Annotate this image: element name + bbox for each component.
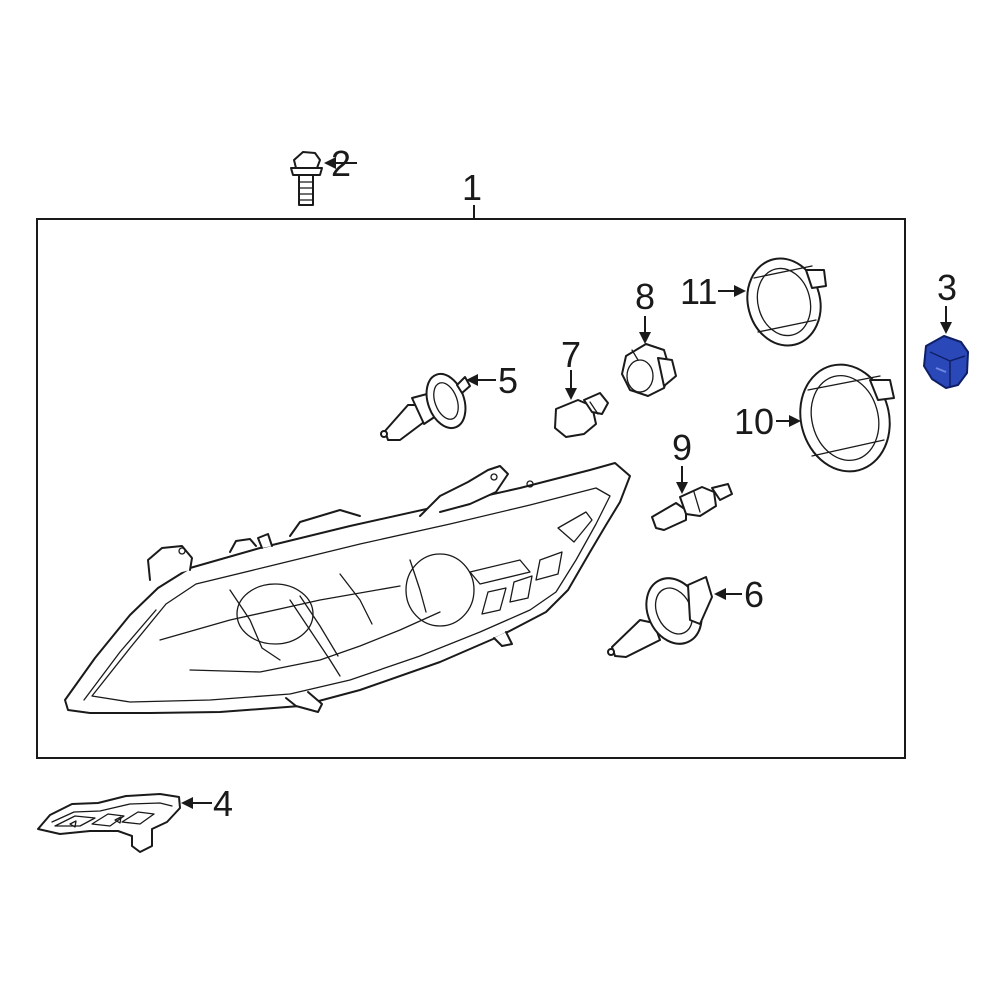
part-3-clip[interactable]: [923, 335, 969, 389]
part-9-bulb[interactable]: [651, 483, 733, 531]
svg-text:1: 1: [462, 167, 482, 208]
callout-9[interactable]: 9: [672, 427, 692, 494]
part-2-bolt[interactable]: [290, 151, 323, 206]
svg-text:2: 2: [331, 143, 351, 184]
callout-7[interactable]: 7: [561, 334, 581, 400]
svg-text:5: 5: [498, 360, 518, 401]
svg-text:8: 8: [635, 276, 655, 317]
headlamp-housing[interactable]: [64, 462, 631, 714]
part-5-bulb[interactable]: [380, 369, 472, 441]
callout-6[interactable]: 6: [714, 574, 764, 615]
svg-text:7: 7: [561, 334, 581, 375]
part-10-cap[interactable]: [789, 354, 902, 481]
part-4-bracket[interactable]: [37, 793, 181, 853]
callout-10[interactable]: 10: [734, 401, 801, 442]
svg-text:6: 6: [744, 574, 764, 615]
callout-3[interactable]: 3: [937, 267, 957, 334]
callout-11[interactable]: 11: [680, 271, 746, 312]
svg-text:3: 3: [937, 267, 957, 308]
callout-2[interactable]: 2: [324, 143, 357, 184]
assembly-frame: [36, 218, 906, 759]
callout-1[interactable]: 1: [462, 167, 482, 219]
svg-text:11: 11: [680, 271, 717, 312]
part-11-cap[interactable]: [738, 250, 830, 354]
part-7-bulb[interactable]: [554, 392, 609, 438]
svg-text:9: 9: [672, 427, 692, 468]
callout-5[interactable]: 5: [466, 360, 518, 401]
svg-text:10: 10: [734, 401, 774, 442]
callout-4[interactable]: 4: [181, 783, 233, 824]
part-6-bulb[interactable]: [607, 569, 713, 658]
part-8-socket[interactable]: [621, 343, 677, 397]
svg-text:4: 4: [213, 783, 233, 824]
callout-8[interactable]: 8: [635, 276, 655, 344]
